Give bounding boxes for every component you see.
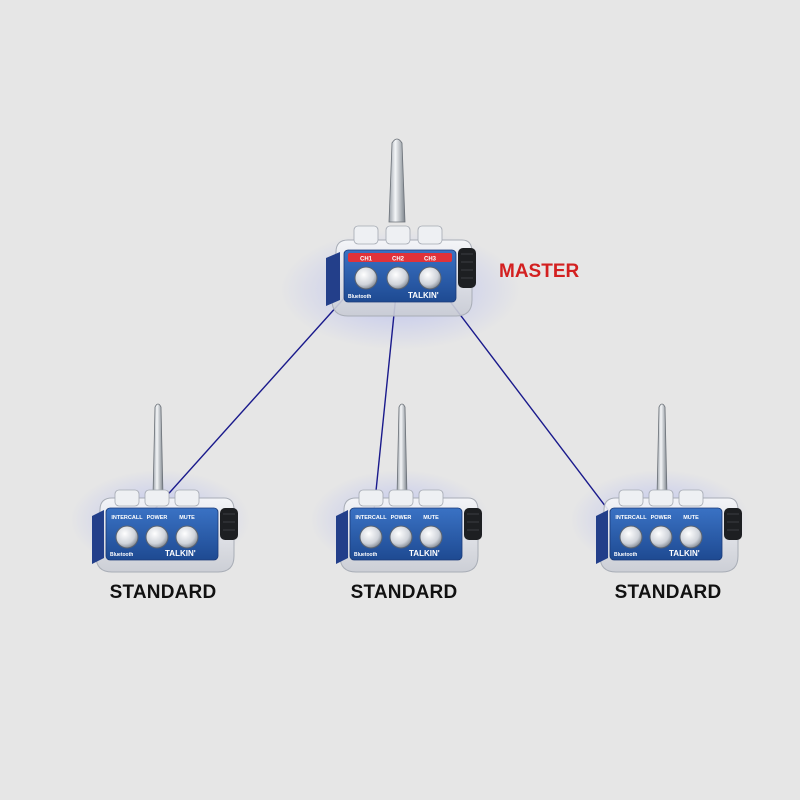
mute-label: MUTE: [179, 515, 195, 521]
mute-button[interactable]: [175, 525, 199, 549]
intercall-button[interactable]: [359, 525, 383, 549]
volume-knob-icon[interactable]: [220, 508, 238, 540]
standard-device-1: INTERCALL POWER MUTE Bluetooth TALKIN': [92, 403, 238, 573]
standard-device-3: INTERCALL POWER MUTE Bluetooth TALKIN': [596, 403, 742, 573]
standard-device-2: INTERCALL POWER MUTE Bluetooth TALKIN': [336, 403, 482, 573]
volume-knob-icon[interactable]: [724, 508, 742, 540]
power-button[interactable]: [649, 525, 673, 549]
channel-label-3: CH3: [424, 257, 437, 263]
power-label: POWER: [391, 515, 412, 521]
intercall-label: INTERCALL: [111, 515, 143, 521]
master-label: MASTER: [499, 261, 580, 282]
power-button[interactable]: [145, 525, 169, 549]
standard-label-3: STANDARD: [614, 582, 722, 603]
ch1-button[interactable]: [354, 266, 378, 290]
antenna-icon: [152, 403, 164, 497]
mute-button[interactable]: [419, 525, 443, 549]
bluetooth-icon: Bluetooth: [614, 552, 637, 558]
antenna-icon: [396, 403, 408, 497]
standard-label-2: STANDARD: [350, 582, 458, 603]
channel-label-1: CH1: [360, 257, 373, 263]
brand-logo: TALKIN': [669, 549, 700, 558]
bluetooth-icon: Bluetooth: [348, 294, 371, 300]
power-label: POWER: [147, 515, 168, 521]
intercall-label: INTERCALL: [355, 515, 387, 521]
channel-label-2: CH2: [392, 257, 405, 263]
ch3-button[interactable]: [418, 266, 442, 290]
brand-logo: TALKIN': [165, 549, 196, 558]
master-device: CH1 CH2 CH3 Bluetooth TALKIN': [326, 138, 476, 317]
bluetooth-icon: Bluetooth: [354, 552, 377, 558]
mute-label: MUTE: [423, 515, 439, 521]
mute-button[interactable]: [679, 525, 703, 549]
power-button[interactable]: [389, 525, 413, 549]
brand-logo: TALKIN': [409, 549, 440, 558]
channel-strip: [348, 253, 452, 262]
standard-label-1: STANDARD: [109, 582, 217, 603]
mute-label: MUTE: [683, 515, 699, 521]
bluetooth-icon: Bluetooth: [110, 552, 133, 558]
link-line-3: [429, 274, 632, 541]
intercall-button[interactable]: [619, 525, 643, 549]
brand-logo: TALKIN': [408, 291, 439, 300]
intercall-button[interactable]: [115, 525, 139, 549]
volume-knob-icon[interactable]: [464, 508, 482, 540]
antenna-icon: [656, 403, 668, 497]
power-label: POWER: [651, 515, 672, 521]
antenna-icon: [388, 138, 406, 223]
ch2-button[interactable]: [386, 266, 410, 290]
intercall-label: INTERCALL: [615, 515, 647, 521]
